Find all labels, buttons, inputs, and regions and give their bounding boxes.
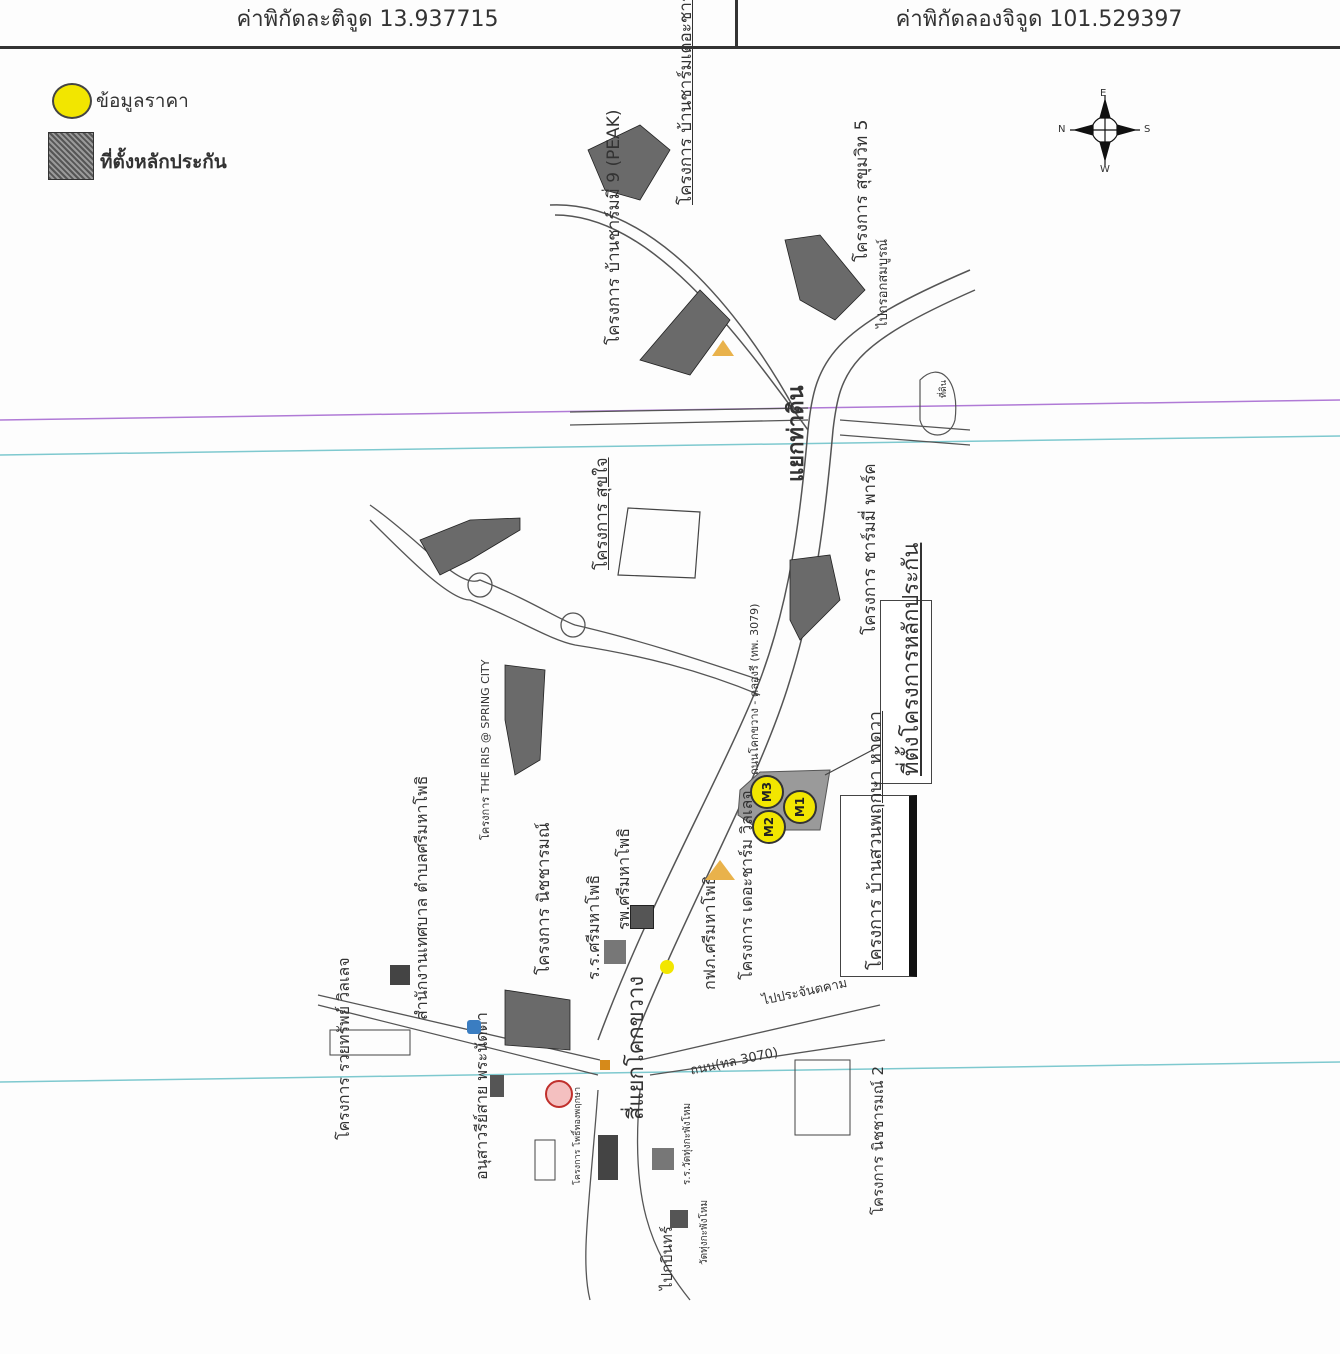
- fuel-icon: [600, 1060, 610, 1070]
- housing-block-peak: [639, 289, 731, 376]
- housing-block-iris-north: [419, 517, 521, 576]
- ring-road-a: [369, 504, 761, 681]
- road-3070-a: [639, 1004, 881, 1061]
- housing-block-sukhumvit5: [784, 234, 866, 321]
- road-north-branch-a: [549, 204, 796, 411]
- small-lot-outline: [534, 1139, 556, 1181]
- hospital-icon: [630, 905, 654, 929]
- sukjai-outline: [617, 507, 701, 579]
- coordinate-header: ค่าพิกัดละติจูด 13.937715 ค่าพิกัดลองจิจ…: [0, 0, 1340, 49]
- latitude-label: ค่าพิกัดละติจูด 13.937715: [236, 7, 499, 32]
- collateral-leader-line: [824, 744, 883, 776]
- label-road-3079: ถนนโคกขวาง - คลองรี (ทพ. 3079): [748, 603, 761, 775]
- road-west-b: [317, 1004, 599, 1076]
- label-intersection-thadin: แยกท่าดิน: [784, 385, 809, 482]
- housing-block-charm-park: [789, 554, 841, 641]
- ring-road-b: [369, 519, 761, 696]
- school-srimaha-icon: [604, 940, 626, 964]
- label-nitcharoen2: โครงการ นิชชารมณ์ 2: [869, 1065, 887, 1215]
- collateral-callout-box: [880, 600, 932, 784]
- label-to-sukhumvit: ไปกรอกสมบูรณ์: [876, 238, 891, 328]
- road-3079-west-edge: [597, 269, 971, 1041]
- label-wat: วัดทุ่งกะพังโหม: [699, 1199, 710, 1265]
- power-icon: [660, 960, 674, 974]
- label-school-srimaha: ร.ร.ศรีมหาโพธิ: [584, 874, 603, 980]
- school-icon: [652, 1148, 674, 1170]
- label-the-charm-village: โครงการ เดอะชาร์ม วิลเลจ: [737, 790, 756, 980]
- bank-icon: [467, 1020, 481, 1034]
- temple-icon: [670, 1210, 688, 1228]
- housing-block-nitcharoen: [504, 989, 571, 1051]
- housing-block-charming: [587, 124, 671, 201]
- label-iris-spring-city: โครงการ THE IRIS @ SPRING CITY: [479, 659, 492, 840]
- road-south-b: [636, 1089, 691, 1301]
- label-baan-suan: โครงการ บ้านสวนพฤกษา หาดวา: [865, 710, 886, 970]
- price-data-marker-icon: [52, 83, 92, 119]
- label-to-kabinburi: ไปกบินทร์: [658, 1226, 676, 1290]
- road-west-a: [317, 994, 601, 1061]
- raksap-outline: [329, 1029, 411, 1056]
- road-thadin-east: [839, 419, 971, 431]
- compass-s: S: [1144, 124, 1151, 135]
- compass-rose-icon: [1070, 95, 1140, 165]
- legend-price-data: ข้อมูลราคา: [96, 90, 189, 112]
- compass-w: W: [1100, 164, 1110, 175]
- road-3070-b: [649, 1039, 886, 1076]
- label-sukjai: โครงการ สุขใจ: [592, 457, 612, 570]
- marker-m1[interactable]: M1: [783, 790, 817, 824]
- label-post-office: กฟภ.ศรีมหาโพธิ: [700, 875, 719, 990]
- label-baan-charm9: โครงการ บ้านชาร์มมี่ 9 (PEAK): [604, 109, 624, 345]
- label-wat-school: ร.ร.วัดทุ่งกะพังโหม: [682, 1102, 693, 1185]
- office-icon: [390, 965, 410, 985]
- legend-collateral: ที่ตั้งหลักประกัน: [100, 151, 227, 173]
- road-thadin-east-2: [839, 434, 971, 446]
- road-thadin-west-2: [569, 419, 809, 426]
- label-land: ที่ดิน: [939, 380, 949, 398]
- roundabout-1: [467, 572, 493, 598]
- label-sukhumvit5: โครงการ สุขุมวิท 5: [852, 119, 872, 262]
- housing-block-spring-city: [504, 664, 546, 776]
- ptt-station-icon: [545, 1080, 573, 1108]
- label-raksap-village: โครงการ รวยทรัพย์ วิลเลจ: [334, 957, 353, 1140]
- label-nitcharoen: โครงการ นิชชารมณ์: [534, 822, 554, 975]
- baan-suan-box: [840, 795, 917, 977]
- pond: [919, 371, 957, 436]
- road-thadin-west: [569, 407, 809, 413]
- collateral-swatch-icon: [48, 132, 94, 180]
- road-south-a: [585, 1089, 599, 1301]
- label-collateral-location: ที่ตั้งโครงการหลักประกัน: [899, 542, 924, 776]
- roundabout-2: [560, 612, 586, 638]
- label-baan-charm-the-charming: โครงการ บ้านชาร์มเดอะชาร์ม: [676, 0, 696, 205]
- label-sub-district-office: สำนักงานเทศบาล ตำบลศรีมหาโพธิ: [412, 775, 431, 1020]
- monument-icon: [490, 1075, 504, 1097]
- label-small-project: โครงการ โพธิ์ทองพฤกษา: [573, 1086, 583, 1185]
- compass-e: E: [1100, 88, 1107, 99]
- label-charm-park: โครงการ ชาร์มมี่ พาร์ค: [860, 463, 880, 635]
- header-divider: [735, 0, 738, 46]
- compass-n: N: [1058, 124, 1066, 135]
- nitcharoen2-outline: [794, 1059, 851, 1136]
- longitude-label: ค่าพิกัดลองจิจูด 101.529397: [895, 7, 1183, 32]
- guide-line-teal-top: [0, 435, 1340, 456]
- road-north-branch-b: [554, 214, 809, 431]
- label-intersection-kokkwang: สี่แยกโคกขวาง: [624, 975, 649, 1120]
- small-lot-2: [598, 1135, 618, 1180]
